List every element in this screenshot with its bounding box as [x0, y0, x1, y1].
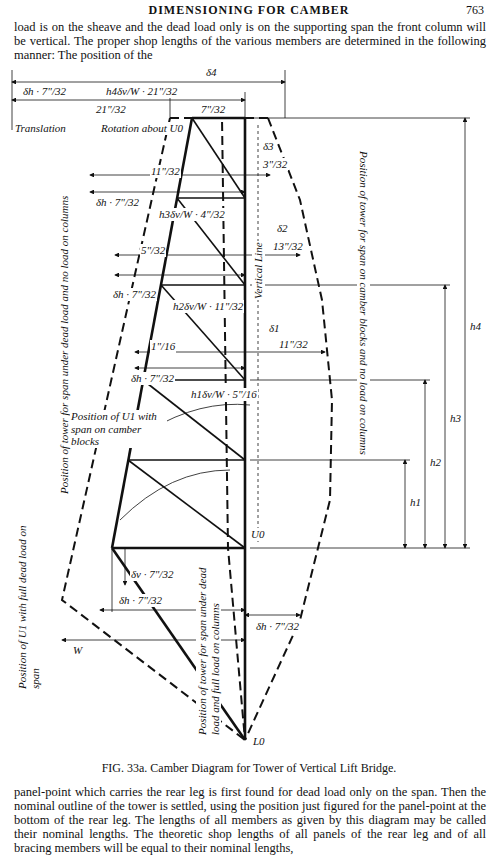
dimension-label: h4: [469, 320, 482, 333]
dimension-label: δh · 7"/32: [95, 196, 140, 209]
drawing-line: [250, 460, 410, 461]
position-note: Position of tower for span under dead lo…: [196, 559, 221, 736]
position-note: Position of U1 with span on camber block…: [70, 410, 167, 448]
dimension-label: δv · 7"/32: [130, 568, 174, 581]
drawing-line: [135, 368, 245, 369]
point-label: L0: [252, 735, 266, 748]
drawing-line: [245, 118, 332, 740]
drawing-line: [112, 547, 245, 550]
note: Translation: [14, 122, 67, 135]
dimension-label: δh · 7"/32: [130, 372, 175, 385]
drawing-line: [112, 118, 192, 548]
drawing-line: [245, 92, 246, 118]
page-header: DIMENSIONING FOR CAMBER: [0, 4, 499, 18]
dimension-label: δ3: [262, 140, 275, 153]
dimension-label: 1"/16: [150, 340, 176, 353]
dimension-label: δ2: [276, 222, 289, 235]
drawing-line: [405, 460, 406, 548]
note: Rotation about U0: [100, 122, 184, 135]
dimension-label: h2δv/W · 11"/32: [172, 300, 244, 313]
drawing-line: [250, 548, 470, 549]
drawing-line: [250, 380, 430, 381]
drawing-line: [245, 615, 300, 616]
position-note: Position of tower for span under dead lo…: [58, 195, 71, 495]
dimension-label: 11"/32: [278, 338, 309, 351]
drawing-line: [12, 100, 245, 101]
dimension-label: δh · 7"/32: [118, 594, 163, 607]
dimension-label: h3: [449, 412, 462, 425]
drawing-line: [115, 275, 245, 276]
drawing-line: [161, 285, 245, 380]
drawing-line: [425, 380, 426, 548]
position-note: Position of U1 with full dead load on sp…: [16, 523, 41, 690]
drawing-line: [285, 70, 286, 118]
drawing-line: [258, 125, 259, 545]
drawing-line: [465, 118, 466, 548]
drawing-line: [192, 118, 245, 198]
drawing-line: [244, 548, 247, 740]
drawing-line: [112, 548, 245, 740]
body-text: load is on the sheave and the dead load …: [14, 20, 486, 62]
dimension-label: 5"/32: [140, 244, 166, 257]
dimension-label: δh · 7"/32: [112, 288, 157, 301]
dimension-label: δ1: [268, 322, 281, 335]
drawing-line: [120, 470, 230, 520]
dimension-label: 3"/32: [262, 158, 288, 171]
drawing-line: [244, 118, 247, 548]
drawing-line: [250, 118, 470, 119]
drawing-line: [62, 118, 245, 740]
dimension-label: δh · 7"/32: [255, 620, 300, 633]
dimension-label: h2: [429, 456, 442, 469]
drawing-line: [112, 548, 113, 612]
dimension-label: h3δv/W · 4"/32: [158, 208, 226, 221]
dimension-label: W: [72, 644, 83, 657]
position-note: Position of tower for span on camber blo…: [357, 150, 370, 456]
note: Vertical Line: [252, 241, 265, 300]
drawing-line: [12, 70, 13, 130]
drawing-line: [177, 197, 245, 199]
drawing-line: [125, 548, 126, 585]
dimension-label: h4δv/W · 21"/32: [105, 85, 178, 98]
body-text: panel-point which carries the rear leg i…: [14, 785, 486, 855]
drawing-line: [12, 82, 285, 83]
drawing-line: [100, 610, 245, 611]
dimension-label: 13"/32: [272, 240, 304, 253]
drawing-line: [161, 284, 245, 286]
dimension-label: δ4: [205, 66, 218, 79]
dimension-label: h1: [409, 496, 422, 509]
figure-caption: FIG. 33a. Camber Diagram for Tower of Ve…: [0, 762, 499, 776]
dimension-label: δh · 7"/32: [22, 85, 67, 98]
dimension-label: h1δv/W · 5"/16: [190, 388, 258, 401]
dimension-label: 21"/32: [95, 103, 127, 116]
dimension-label: 7"/32: [200, 103, 226, 116]
point-label: U0: [250, 528, 265, 541]
drawing-line: [445, 285, 446, 548]
page-number: 763: [466, 4, 484, 18]
dimension-label: 11"/32: [150, 165, 181, 178]
drawing-line: [250, 285, 450, 286]
drawing-line: [90, 192, 245, 193]
